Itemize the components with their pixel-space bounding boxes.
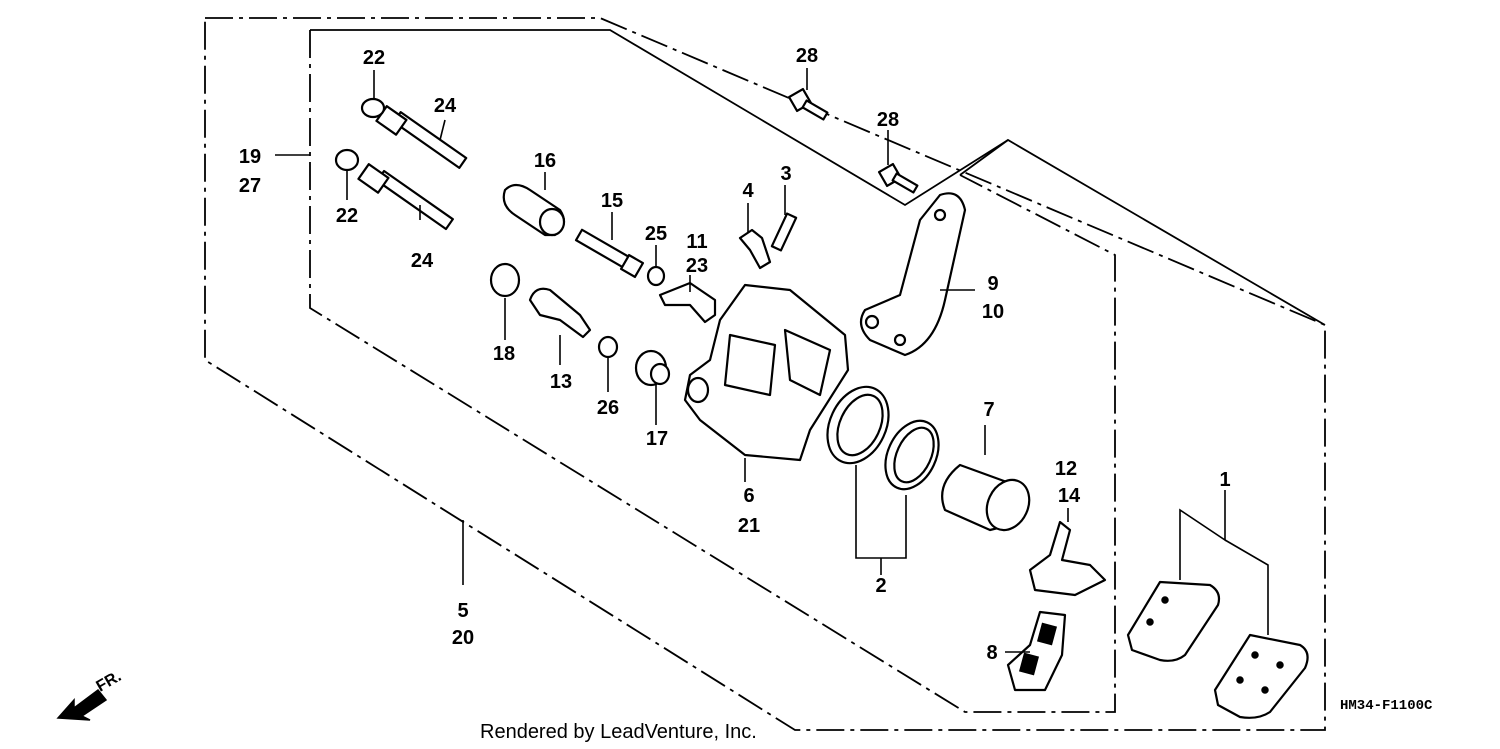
piston-7 bbox=[941, 463, 1031, 532]
diagram-code: HM34-F1100C bbox=[1340, 698, 1433, 714]
callout-2: 2 bbox=[875, 575, 886, 597]
callout-25: 25 bbox=[645, 223, 667, 245]
callout-7: 7 bbox=[983, 399, 994, 421]
bolt-28-upper bbox=[787, 87, 829, 121]
callout-24-lower: 24 bbox=[411, 250, 434, 272]
callout-26: 26 bbox=[597, 397, 619, 419]
brake-pad-front bbox=[1126, 580, 1221, 662]
clip-11 bbox=[658, 281, 717, 324]
callout-16: 16 bbox=[534, 150, 556, 172]
caliper-bracket-9 bbox=[859, 192, 967, 357]
callout-5: 5 bbox=[457, 600, 468, 622]
slide-pin-lower bbox=[357, 163, 454, 231]
callout-22-upper: 22 bbox=[363, 47, 385, 69]
pin-13 bbox=[528, 287, 592, 339]
leader-lines bbox=[346, 68, 1269, 653]
callout-28-lower: 28 bbox=[877, 109, 899, 131]
piston-seal-outer bbox=[826, 385, 890, 465]
callout-17: 17 bbox=[646, 428, 668, 450]
assembly-outlines bbox=[204, 17, 1326, 731]
callout-19: 19 bbox=[239, 146, 261, 168]
callout-14: 14 bbox=[1058, 485, 1081, 507]
piston-seal-inner bbox=[884, 419, 940, 491]
callout-9: 9 bbox=[987, 273, 998, 295]
bleeder-valve-3 bbox=[770, 212, 798, 252]
callout-24-upper: 24 bbox=[434, 95, 457, 117]
washer-25 bbox=[646, 265, 666, 287]
pin-cap-lower bbox=[334, 148, 360, 172]
bolt-15 bbox=[574, 228, 645, 279]
front-direction-arrow-icon: FR. bbox=[56, 668, 124, 721]
caliper-body-6 bbox=[683, 283, 850, 462]
callout-10: 10 bbox=[982, 301, 1004, 323]
pad-spring-12 bbox=[1028, 520, 1107, 597]
boot-16 bbox=[502, 183, 566, 237]
callout-4: 4 bbox=[742, 180, 754, 202]
callout-labels: 22 24 19 27 22 24 16 15 25 11 23 4 3 28 … bbox=[239, 45, 1231, 664]
callout-11: 11 bbox=[686, 231, 707, 253]
callout-15: 15 bbox=[601, 190, 623, 212]
brake-pad-rear bbox=[1213, 633, 1309, 719]
washer-26 bbox=[597, 335, 619, 359]
render-credit: Rendered by LeadVenture, Inc. bbox=[480, 721, 757, 743]
callout-1: 1 bbox=[1219, 469, 1230, 491]
callout-8: 8 bbox=[986, 642, 997, 664]
callout-18: 18 bbox=[493, 343, 515, 365]
callout-28-upper: 28 bbox=[796, 45, 818, 67]
bleeder-cap-4 bbox=[738, 228, 772, 270]
pin-cap-upper bbox=[360, 97, 386, 119]
pad-retainer-8 bbox=[1006, 610, 1067, 692]
callout-6: 6 bbox=[743, 485, 754, 507]
bushing-17 bbox=[634, 349, 671, 387]
callout-21: 21 bbox=[738, 515, 760, 537]
callout-20: 20 bbox=[452, 627, 474, 649]
boot-18 bbox=[489, 262, 521, 298]
callout-3: 3 bbox=[780, 163, 791, 185]
callout-23: 23 bbox=[686, 255, 708, 277]
slide-pin-upper bbox=[375, 105, 468, 169]
callout-22-lower: 22 bbox=[336, 205, 358, 227]
bolt-28-lower bbox=[877, 162, 919, 194]
callout-12: 12 bbox=[1055, 458, 1077, 480]
callout-13: 13 bbox=[550, 371, 572, 393]
callout-27: 27 bbox=[239, 175, 261, 197]
